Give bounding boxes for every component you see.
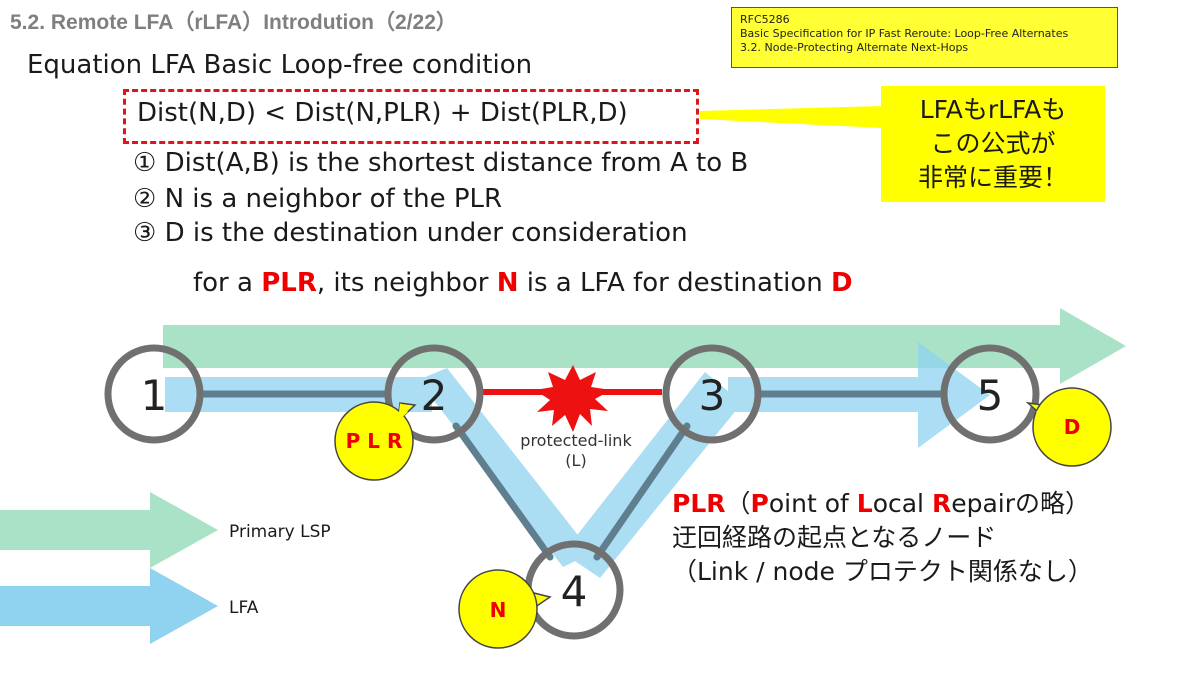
link-failure-icon bbox=[535, 365, 611, 432]
node-1-ring bbox=[104, 344, 204, 444]
legend-lfa-label: LFA bbox=[229, 598, 259, 618]
legend-primary-arrow bbox=[0, 492, 218, 568]
plr-tag-label: P L R bbox=[346, 429, 403, 453]
n-tag: N bbox=[458, 569, 552, 649]
plr-definition-line-2: 迂回経路の起点となるノード bbox=[672, 523, 997, 552]
statement-d: D bbox=[831, 268, 853, 298]
callout-line-3: 非常に重要！ bbox=[917, 163, 1068, 192]
callout-pointer bbox=[700, 106, 882, 128]
link-3-4 bbox=[593, 422, 691, 561]
plr-letter-r: R bbox=[931, 489, 952, 518]
note-2: ② N is a neighbor of the PLR bbox=[133, 184, 503, 214]
protected-link-label: protected-link bbox=[520, 431, 632, 450]
statement-part-3: is a LFA for destination bbox=[518, 268, 832, 298]
reference-section: 3.2. Node-Protecting Alternate Next-Hops bbox=[740, 41, 969, 54]
links bbox=[198, 390, 946, 561]
protected-link-sublabel: (L) bbox=[565, 451, 586, 470]
plr-open-paren: （ bbox=[725, 489, 751, 518]
d-tag-label: D bbox=[1064, 415, 1081, 439]
node-5-ring bbox=[940, 344, 1040, 444]
nodes bbox=[104, 344, 1040, 640]
formula-box bbox=[123, 89, 699, 144]
plr-word-epair: epairの略） bbox=[951, 489, 1091, 518]
node-4-label: 4 bbox=[561, 567, 588, 616]
statement-part-1: for a bbox=[193, 268, 262, 298]
note-3: ③ D is the destination under considerati… bbox=[133, 218, 688, 248]
statement-n: N bbox=[496, 268, 519, 298]
n-tag-label: N bbox=[490, 598, 507, 622]
plr-definition-line-3: （Link / node プロテクト関係なし） bbox=[672, 557, 1093, 586]
node-1-label: 1 bbox=[141, 371, 168, 420]
plr-tag: P L R bbox=[334, 401, 417, 481]
slide-title: 5.2. Remote LFA（rLFA）Introdution（2/22） bbox=[10, 11, 457, 34]
link-2-4 bbox=[452, 422, 554, 561]
callout-line-1: LFAもrLFAも bbox=[919, 95, 1067, 124]
d-tag: D bbox=[1025, 387, 1112, 467]
plr-acronym: PLR bbox=[672, 489, 726, 518]
reference-box: RFC5286 Basic Specification for IP Fast … bbox=[731, 7, 1118, 68]
lfa-statement: for a PLR, its neighbor N is a LFA for d… bbox=[193, 268, 853, 298]
plr-word-ocal: ocal bbox=[872, 489, 932, 518]
legend-primary-label: Primary LSP bbox=[229, 522, 331, 542]
node-3-ring bbox=[662, 344, 762, 444]
reference-title: Basic Specification for IP Fast Reroute:… bbox=[740, 27, 1069, 40]
plr-definition: PLR（Point of Local Repairの略） 迂回経路の起点となるノ… bbox=[672, 484, 1093, 586]
note-1: ① Dist(A,B) is the shortest distance fro… bbox=[133, 148, 749, 178]
plr-letter-l: L bbox=[856, 489, 873, 518]
node-2-ring bbox=[384, 344, 484, 444]
statement-part-2: , its neighbor bbox=[316, 268, 497, 298]
formula: Dist(N,D) < Dist(N,PLR) + Dist(PLR,D) bbox=[137, 98, 628, 128]
callout-line-2: この公式が bbox=[930, 129, 1056, 158]
plr-word-oint: oint of bbox=[768, 489, 857, 518]
importance-callout: LFAもrLFAも この公式が 非常に重要！ bbox=[881, 86, 1105, 202]
node-5-label: 5 bbox=[977, 371, 1004, 420]
legend-lfa-arrow bbox=[0, 568, 218, 644]
node-3-label: 3 bbox=[699, 371, 726, 420]
primary-lsp-arrow bbox=[163, 308, 1126, 384]
statement-plr: PLR bbox=[261, 268, 317, 298]
node-2-label: 2 bbox=[421, 371, 448, 420]
heading: Equation LFA Basic Loop-free condition bbox=[27, 50, 533, 80]
plr-definition-line-1: PLR（Point of Local Repairの略） bbox=[672, 484, 1093, 518]
plr-letter-p: P bbox=[750, 489, 769, 518]
reference-rfc: RFC5286 bbox=[740, 13, 790, 26]
